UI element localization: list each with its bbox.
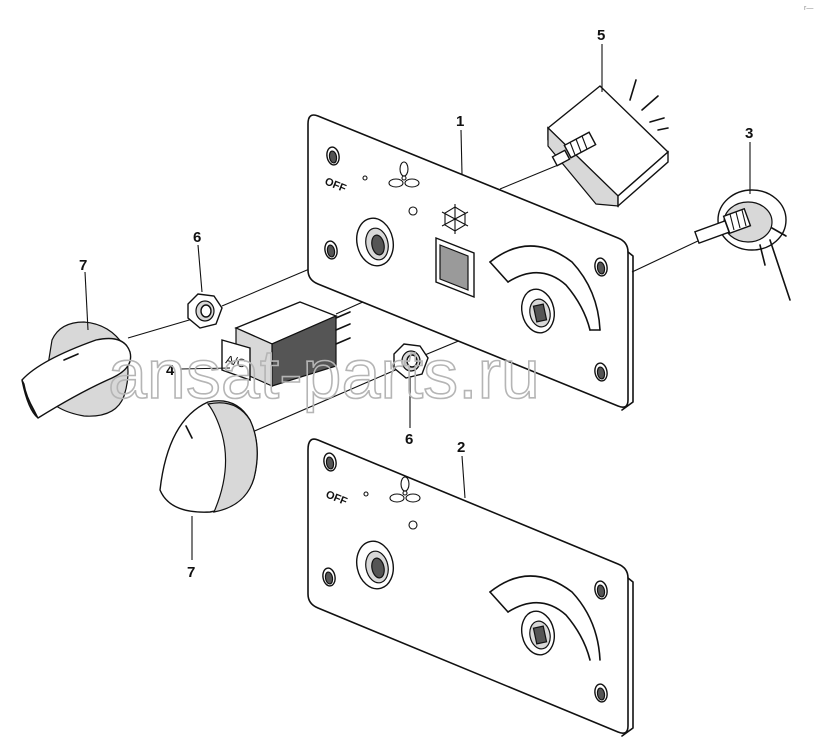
callout-leaders <box>84 44 751 560</box>
knob-lower <box>159 400 258 513</box>
fan-icon <box>388 161 420 188</box>
callout-3: 3 <box>745 125 753 142</box>
callout-6-lower: 6 <box>405 431 413 448</box>
snowflake-icon <box>441 204 469 234</box>
corner-mark: r— <box>804 5 813 12</box>
callout-1: 1 <box>456 113 464 130</box>
relay <box>546 79 670 208</box>
callout-2: 2 <box>457 439 465 456</box>
callout-4: 4 <box>166 362 175 379</box>
fan-icon-rear <box>389 476 421 503</box>
front-panel: OFF <box>307 114 634 411</box>
blower-knob-boss <box>355 217 395 267</box>
callout-5: 5 <box>597 27 605 44</box>
callout-6-upper: 6 <box>193 229 201 246</box>
rotary-switch <box>694 189 791 301</box>
temperature-knob-boss <box>520 288 556 334</box>
ac-switch-label: A/C <box>224 352 247 371</box>
callout-7-lower: 7 <box>187 564 195 581</box>
watermark: ansat-parts.ru <box>108 335 540 413</box>
hex-nut-lower <box>393 343 429 379</box>
ac-switch: A/C <box>221 301 351 387</box>
hex-nut-upper <box>187 293 223 329</box>
knob-upper <box>21 321 132 419</box>
callout-7-upper: 7 <box>79 257 87 274</box>
rear-panel: OFF <box>307 438 634 737</box>
